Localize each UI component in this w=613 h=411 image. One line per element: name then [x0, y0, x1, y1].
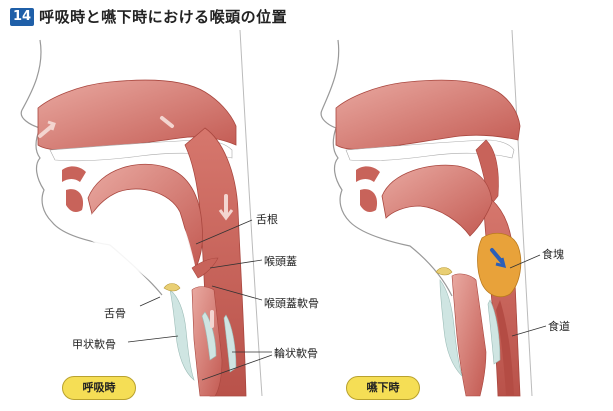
- left-oral-floor: [90, 196, 200, 290]
- left-epiglottis: [191, 257, 219, 279]
- right-larynx: [451, 273, 487, 397]
- right-hard-palate: [345, 139, 515, 162]
- leader-esophagus: [511, 325, 547, 337]
- right-face-outline: [320, 39, 453, 297]
- right-bolus-arrow: [490, 248, 504, 264]
- left-air-arrow-nose-head: [47, 120, 56, 131]
- panel-label-swallowing: 嚥下時: [346, 376, 420, 400]
- right-nasal-cavity: [335, 79, 521, 150]
- label-cricoid-cartilage: 輪状軟骨: [274, 347, 318, 360]
- right-lower-lip: [360, 189, 378, 213]
- label-epiglottic-cartilage: 喉頭蓋軟骨: [264, 297, 319, 310]
- left-larynx: [191, 286, 223, 397]
- right-tongue: [381, 164, 493, 237]
- left-air-arrow-pharynx: [160, 116, 174, 128]
- left-neck-outline: [239, 29, 263, 397]
- left-thyroid-cartilage-shape: [169, 289, 195, 381]
- leader-epiglottic-cartilage: [211, 285, 263, 301]
- left-lips: [62, 166, 86, 182]
- figure-title: 14 呼吸時と嚥下時における喉頭の位置: [10, 6, 287, 27]
- label-thyroid-cartilage: 甲状軟骨: [72, 338, 116, 351]
- label-esophagus: 食道: [548, 320, 570, 333]
- leader-bolus: [509, 254, 541, 269]
- left-lower-lip: [66, 189, 84, 213]
- leader-epiglottis: [209, 259, 263, 269]
- right-lips: [356, 166, 380, 182]
- left-air-arrow-nose: [38, 124, 54, 138]
- right-thyroid-cartilage-shape: [439, 279, 463, 378]
- leader-tongue-root: [195, 219, 253, 245]
- leader-cricoid-cartilage-2: [201, 354, 273, 381]
- label-hyoid: 舌骨: [104, 307, 126, 320]
- label-bolus: 食塊: [542, 248, 564, 261]
- panel-label-breathing: 呼吸時: [62, 376, 136, 400]
- label-tongue-root: 舌根: [256, 213, 278, 226]
- right-cricoid-cartilage-shape: [487, 299, 501, 365]
- leader-hyoid: [139, 296, 161, 307]
- label-epiglottis: 喉頭蓋: [264, 255, 297, 268]
- left-head-diagram: [20, 29, 273, 397]
- right-head-diagram: [320, 29, 547, 397]
- right-neck-outline: [511, 29, 533, 397]
- figure-number-badge: 14: [10, 7, 35, 26]
- right-hyoid-shape: [435, 267, 453, 276]
- left-hyoid-shape: [163, 283, 181, 292]
- right-bolus-arrow-head: [495, 257, 507, 269]
- left-air-arrow-down-head: [218, 209, 234, 221]
- leader-thyroid-cartilage: [127, 335, 179, 343]
- left-cricoid-cartilage-shape: [223, 314, 237, 373]
- right-pharynx: [483, 199, 521, 397]
- figure-title-text: 呼吸時と嚥下時における喉頭の位置: [39, 8, 288, 26]
- right-esophagus: [496, 300, 514, 396]
